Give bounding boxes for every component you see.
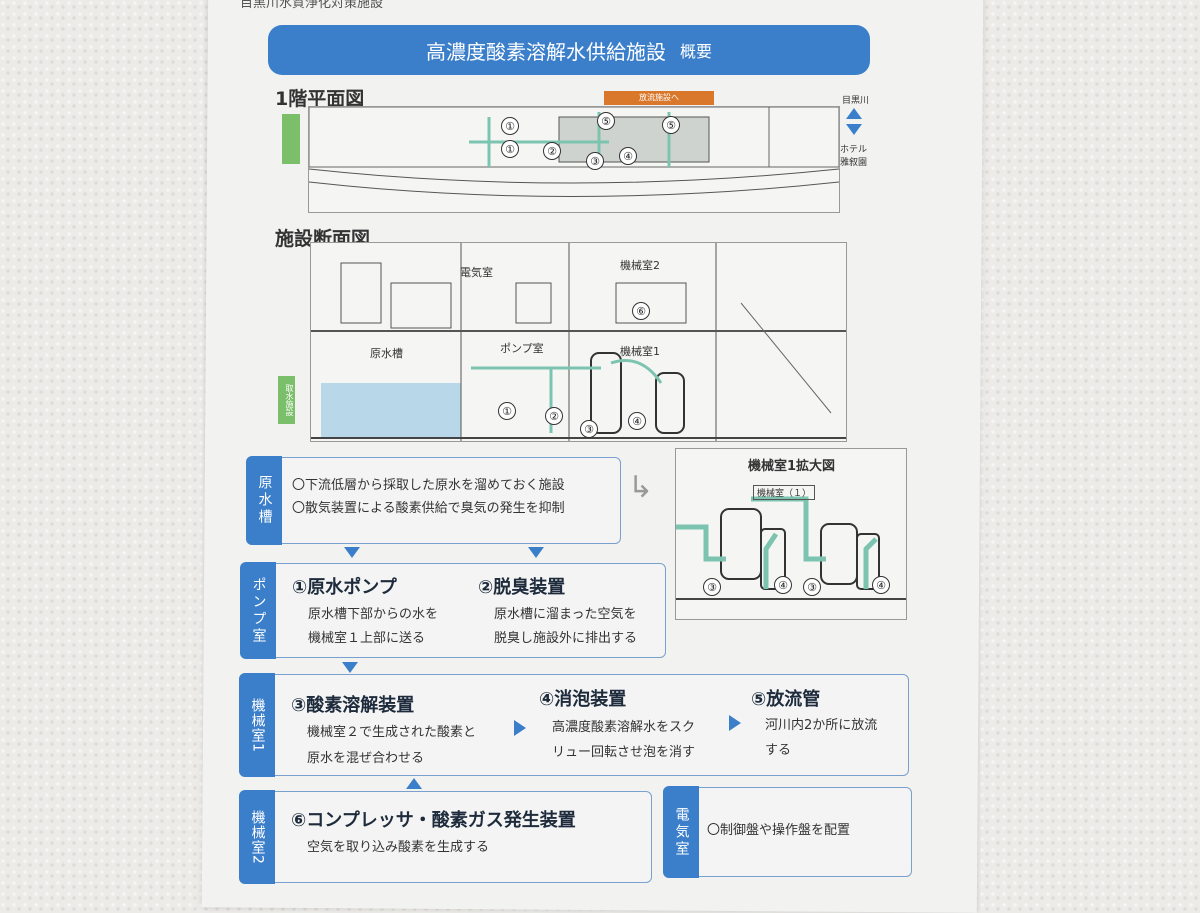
deodorizer-line-1: 原水槽に溜まった空気を <box>494 607 637 622</box>
magnified-marker: ③ <box>703 578 721 596</box>
pump-heading: ①原水ポンプ <box>292 577 397 598</box>
arrow-up-icon <box>406 778 422 789</box>
electric-line-1: 〇制御盤や操作盤を配置 <box>707 823 851 838</box>
header-text: 目黒川水質浄化対策施設 <box>240 0 384 11</box>
defoamer-line-1: 高濃度酸素溶解水をスク <box>552 720 696 735</box>
bend-arrow-icon: ↳ <box>628 470 654 505</box>
magnified-drawing <box>675 448 907 620</box>
floor-plan-lines <box>308 106 840 197</box>
section-marker: ④ <box>628 412 646 430</box>
river-label: 目黒川 <box>842 96 870 106</box>
plan-marker: ③ <box>586 152 604 170</box>
magnified-title: 機械室1拡大図 <box>748 459 836 474</box>
machine-room2-tag: 機械室2 <box>239 790 275 884</box>
plan-marker: ⑤ <box>597 112 615 130</box>
section-marker: ① <box>498 402 516 420</box>
title-bar: 高濃度酸素溶解水供給施設 概要 <box>268 25 870 75</box>
discharge-label: 放流施設へ <box>604 91 714 105</box>
plan-title: 1階平面図 <box>275 88 365 110</box>
hotel-label: ホテル雅叙園 <box>840 145 868 168</box>
compressor-line-1: 空気を取り込み酸素を生成する <box>307 840 490 855</box>
discharge-line-1: 河川内2か所に放流 <box>765 718 878 733</box>
magnified-sublabel: 機械室（１） <box>753 485 816 500</box>
compressor-heading: ⑥コンプレッサ・酸素ガス発生装置 <box>291 810 576 831</box>
room-label-pump: ポンプ室 <box>500 342 544 355</box>
page-subtitle: 概要 <box>679 42 712 61</box>
page-title: 高濃度酸素溶解水供給施設 <box>425 39 666 64</box>
plan-marker: ⑤ <box>662 116 680 134</box>
floor-plan-drawing <box>308 106 840 213</box>
intake-marker-plan <box>282 114 300 164</box>
pump-line-1: 原水槽下部からの水を <box>308 607 439 622</box>
north-arrow-icon <box>846 108 862 119</box>
pump-room-box: ポンプ室 ①原水ポンプ 原水槽下部からの水を 機械室１上部に送る ②脱臭装置 原… <box>240 562 666 659</box>
plan-marker: ④ <box>619 147 637 165</box>
south-arrow-icon <box>846 124 862 135</box>
deodorizer-heading: ②脱臭装置 <box>478 577 566 598</box>
raw-tank-line-1: 〇下流低層から採取した原水を溜めておく施設 <box>292 478 565 493</box>
plan-marker: ② <box>543 142 561 160</box>
section-marker: ② <box>545 407 563 425</box>
machine-room1-box: 機械室1 ③酸素溶解装置 機械室２で生成された酸素と 原水を混ぜ合わせる ④消泡… <box>239 673 909 777</box>
plan-marker: ① <box>501 140 519 158</box>
section-lines <box>311 243 846 441</box>
arrow-down-icon <box>344 547 360 558</box>
raw-tank-line-2: 〇散気装置による酸素供給で臭気の発生を抑制 <box>292 501 565 516</box>
pump-line-2: 機械室１上部に送る <box>308 631 426 646</box>
room-label-machine1: 機械室1 <box>620 345 660 358</box>
raw-tank-tag: 原水槽 <box>246 456 282 545</box>
raw-tank-box: 原水槽 〇下流低層から採取した原水を溜めておく施設 〇散気装置による酸素供給で臭… <box>246 456 621 545</box>
magnified-marker: ④ <box>774 576 792 594</box>
electric-room-box: 電気室 〇制御盤や操作盤を配置 <box>663 786 912 878</box>
arrow-down-icon <box>528 547 544 558</box>
room-label-raw-tank: 原水槽 <box>370 347 403 360</box>
arrow-down-icon <box>342 662 358 673</box>
magnified-lines <box>676 496 906 600</box>
intake-label: 取水施設 <box>278 376 295 424</box>
dissolver-line-1: 機械室２で生成された酸素と <box>307 725 477 740</box>
machine-room1-tag: 機械室1 <box>239 673 275 777</box>
dissolver-line-2: 原水を混ぜ合わせる <box>307 751 425 766</box>
room-label-electric: 電気室 <box>460 266 493 279</box>
electric-room-tag: 電気室 <box>663 786 699 878</box>
section-marker: ③ <box>580 420 598 438</box>
plan-marker: ① <box>501 117 519 135</box>
magnified-marker: ④ <box>872 576 890 594</box>
pump-room-tag: ポンプ室 <box>240 562 276 659</box>
section-drawing <box>310 242 847 442</box>
arrow-right-icon <box>514 720 526 736</box>
section-marker: ⑥ <box>632 302 650 320</box>
machine-room2-box: 機械室2 ⑥コンプレッサ・酸素ガス発生装置 空気を取り込み酸素を生成する <box>239 790 652 884</box>
arrow-right-icon <box>729 715 741 731</box>
discharge-pipe-heading: ⑤放流管 <box>751 689 821 710</box>
discharge-line-2: する <box>765 743 792 758</box>
room-label-machine2: 機械室2 <box>620 259 660 272</box>
magnified-marker: ③ <box>803 578 821 596</box>
dissolver-heading: ③酸素溶解装置 <box>291 695 415 716</box>
deodorizer-line-2: 脱臭し施設外に排出する <box>494 631 638 646</box>
defoamer-heading: ④消泡装置 <box>539 689 627 710</box>
defoamer-line-2: リュー回転させ泡を消す <box>552 745 696 760</box>
